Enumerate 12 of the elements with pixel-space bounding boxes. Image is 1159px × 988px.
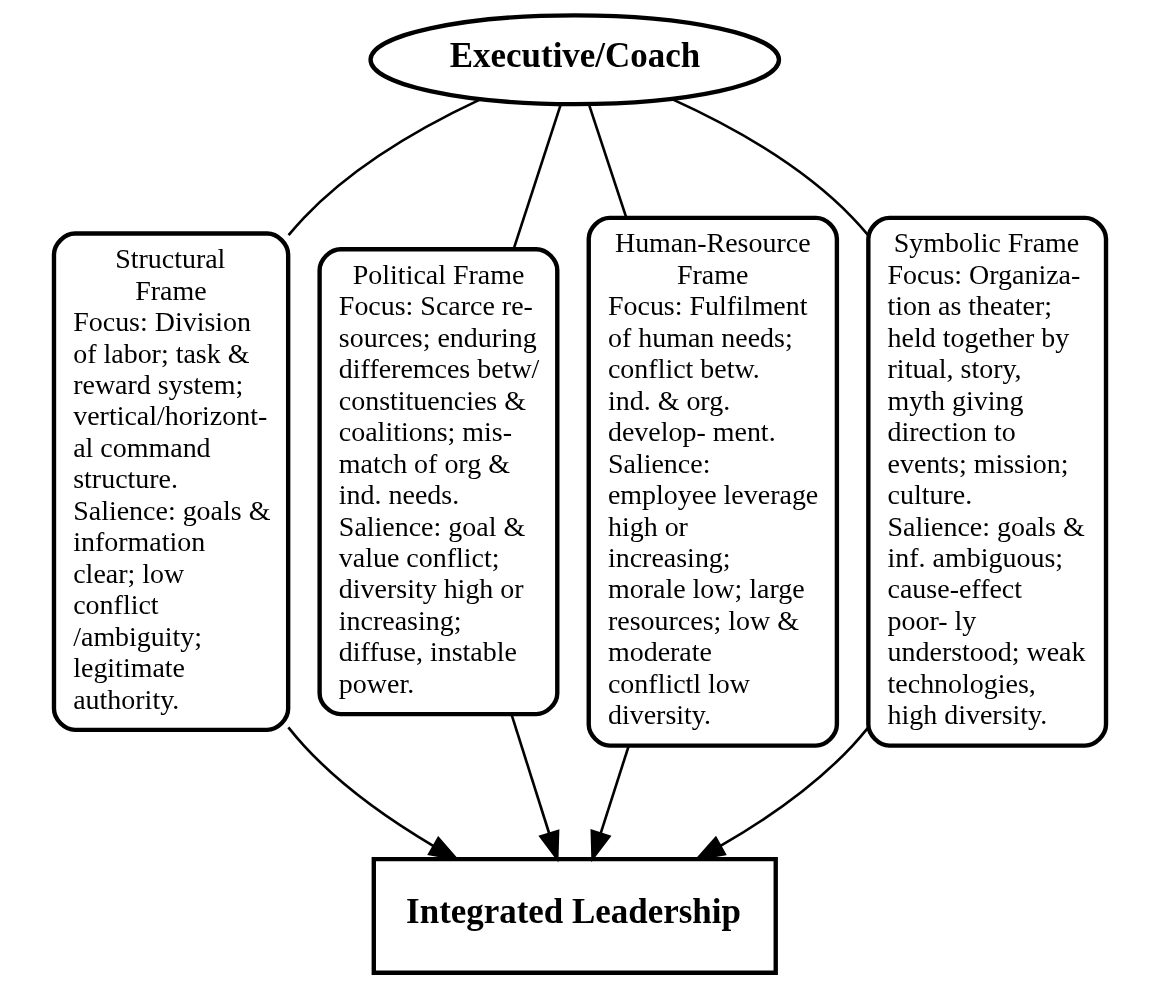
arrow bbox=[509, 714, 559, 863]
node-box: Symbolic Frame Focus: Organiza- tion as theater; held together by ritual, story, myth giving direction to events; mission; culture. Salience: goals & inf. ambiguous; cause-effect poor- ly understood; weak technologies, high diversity. bbox=[865, 215, 1108, 748]
connector bbox=[287, 98, 481, 236]
node-ellipse: Executive/Coach bbox=[367, 13, 781, 107]
node-box: Structural Frame Focus: Division of labor; task & reward system; vertical/horizont- al command structure. Salience: goals & information clear; low conflict /ambiguity; legitimate authority. bbox=[51, 231, 290, 733]
connector bbox=[670, 97, 869, 236]
connector bbox=[587, 104, 627, 218]
node-box: Human-Resource Frame Focus: Fulfilment of human needs; conflict betw. ind. & org. develop- ment. Salience: employee leverage high or increasing; morale low; large resources; low & moderate conflictl low diversity. bbox=[586, 215, 839, 748]
node-box: Political Frame Focus: Scarce re- sources; enduring differemces betw/ constituencies & coalitions; mis- match of org & ind. needs. Salience: goal & value conflict; diversity high or increasing; diffuse, instable power. bbox=[316, 247, 559, 717]
connector bbox=[512, 104, 562, 250]
node-box: Integrated Leadership bbox=[371, 856, 778, 975]
arrow bbox=[590, 745, 630, 863]
